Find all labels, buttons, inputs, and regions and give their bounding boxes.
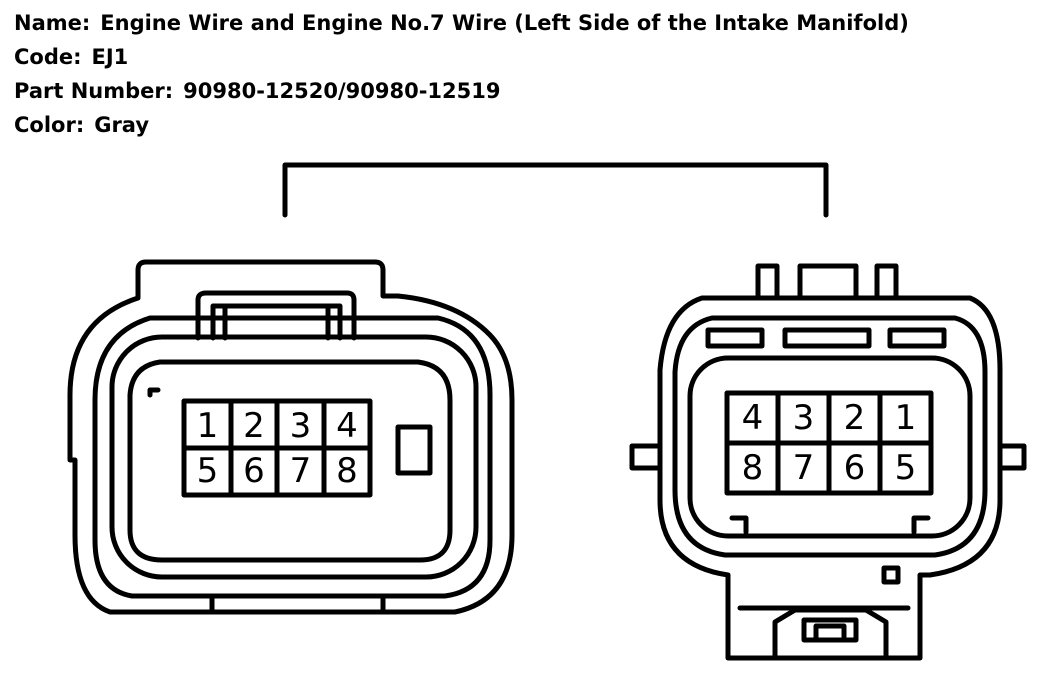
right-pin-label: 8: [742, 448, 764, 488]
right-top-tab-center: [797, 263, 859, 301]
right-top-tab-left: [755, 263, 780, 301]
left-pin-label: 6: [243, 451, 265, 491]
left-cavity-notch: [147, 387, 161, 398]
right-cavity-corner-right: [911, 515, 931, 535]
part-number-row: Part Number: 90980-12520/90980-12519: [14, 74, 909, 108]
right-connector: [629, 263, 1027, 661]
right-rib-left: [705, 327, 765, 349]
left-pin-label: 7: [290, 451, 312, 491]
left-pin-numbers: 1 2 3 4 5 6 7 8: [197, 406, 358, 491]
left-latch: [195, 290, 357, 341]
color-value: Gray: [94, 113, 150, 137]
right-rib-center: [782, 327, 872, 349]
left-cavity-outer: [109, 334, 479, 580]
part-number-label: Part Number:: [14, 79, 174, 103]
code-row: Code: EJ1: [14, 40, 909, 74]
right-side-peg-left: [629, 443, 663, 471]
left-latch-inner: [210, 303, 343, 341]
right-pin-label: 1: [895, 398, 917, 438]
left-pin-label: 8: [336, 451, 358, 491]
name-label: Name:: [14, 11, 91, 35]
left-pin-label: 3: [290, 406, 312, 446]
right-pin-label: 6: [844, 448, 866, 488]
left-latch-arm: [222, 303, 331, 341]
color-label: Color:: [14, 113, 85, 137]
code-label: Code:: [14, 45, 82, 69]
right-rib-right: [887, 327, 947, 349]
left-cavity-inner: [127, 359, 453, 563]
left-pin-label: 1: [197, 406, 219, 446]
right-top-tab-right: [874, 263, 899, 301]
right-pin-grid: [724, 390, 934, 496]
left-pin-label: 4: [336, 406, 358, 446]
left-bottom-notch: [209, 593, 386, 615]
left-housing-outer: [67, 259, 515, 615]
left-pin-grid: [181, 398, 373, 498]
left-pin-label: 5: [197, 451, 219, 491]
right-bottom-clip: [772, 607, 889, 661]
code-value: EJ1: [91, 45, 129, 69]
right-cavity-corner-left: [729, 515, 749, 535]
right-pin-label: 5: [895, 448, 917, 488]
left-housing-inner: [92, 315, 493, 599]
color-row: Color: Gray: [14, 108, 909, 142]
right-pin-label: 3: [793, 398, 815, 438]
right-cavity: [687, 355, 973, 539]
right-pin-label: 2: [844, 398, 866, 438]
mating-bracket: [282, 162, 829, 218]
right-housing-outer: [657, 295, 1003, 661]
connector-info: Name: Engine Wire and Engine No.7 Wire (L…: [14, 6, 909, 142]
right-housing-inner: [672, 315, 988, 558]
right-bottom-clip-notch: [813, 623, 847, 643]
name-row: Name: Engine Wire and Engine No.7 Wire (L…: [14, 6, 909, 40]
left-pin-label: 2: [243, 406, 265, 446]
right-bottom-clip-inner: [801, 617, 859, 643]
part-number-value: 90980-12520/90980-12519: [183, 79, 501, 103]
left-connector: [67, 259, 515, 615]
right-side-peg-right: [997, 443, 1027, 471]
right-skirt-marker: [881, 565, 901, 585]
left-key-tab: [395, 424, 433, 476]
right-pin-numbers: 4 3 2 1 8 7 6 5: [742, 398, 917, 488]
right-pin-label: 4: [742, 398, 764, 438]
right-pin-label: 7: [793, 448, 815, 488]
name-value: Engine Wire and Engine No.7 Wire (Left S…: [100, 11, 909, 35]
